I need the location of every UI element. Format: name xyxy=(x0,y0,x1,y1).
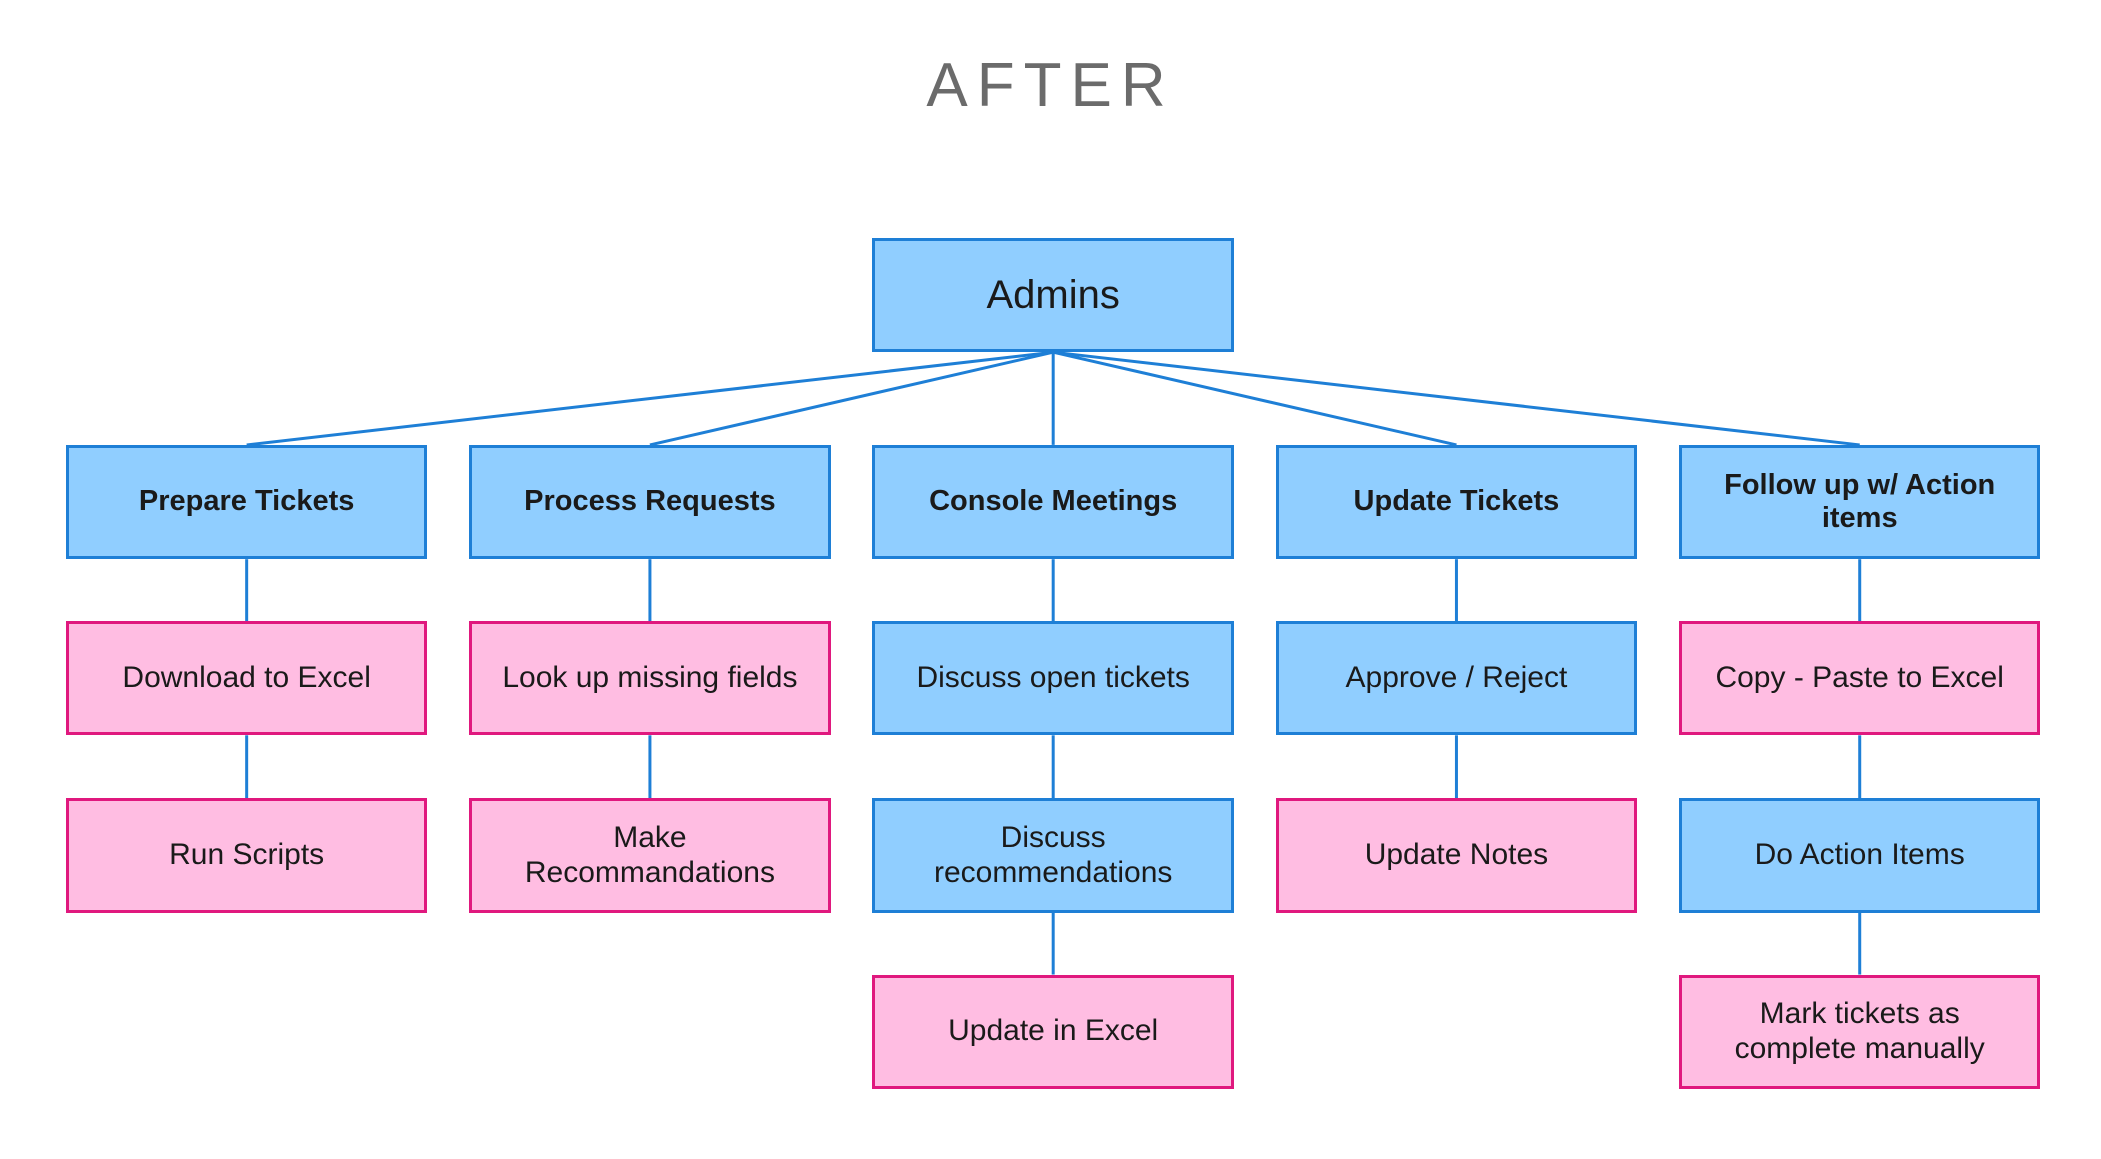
node-look-up-missing-fields: Look up missing fields xyxy=(469,621,831,736)
node-run-scripts: Run Scripts xyxy=(65,798,428,913)
root-node-admins: Admins xyxy=(872,237,1234,353)
connector-root-to-branch-4 xyxy=(1053,350,1860,447)
node-discuss-open-tickets: Discuss open tickets xyxy=(872,621,1234,736)
connector-root-to-branch-0 xyxy=(246,350,1054,447)
connector-root-to-branch-3 xyxy=(1052,350,1457,447)
node-do-action-items: Do Action Items xyxy=(1678,798,2041,913)
connector-root-to-branch-1 xyxy=(649,350,1054,447)
node-mark-tickets-complete: Mark tickets as complete manually xyxy=(1678,974,2041,1089)
node-update-notes: Update Notes xyxy=(1275,798,1638,913)
node-discuss-recommendations: Discuss recommendations xyxy=(872,798,1234,913)
node-copy-paste-to-excel: Copy - Paste to Excel xyxy=(1678,621,2041,736)
node-make-recommandations: Make Recommandations xyxy=(469,798,831,913)
diagram-title: AFTER xyxy=(926,51,1175,120)
branch-prepare-tickets: Prepare Tickets xyxy=(65,444,428,560)
branch-console-meetings: Console Meetings xyxy=(872,444,1234,560)
node-approve-reject: Approve / Reject xyxy=(1275,621,1638,736)
branch-follow-up: Follow up w/ Action items xyxy=(1678,444,2041,560)
branch-process-requests: Process Requests xyxy=(469,444,831,560)
branch-update-tickets: Update Tickets xyxy=(1275,444,1638,560)
node-download-to-excel: Download to Excel xyxy=(65,621,428,736)
node-update-in-excel: Update in Excel xyxy=(872,974,1234,1089)
